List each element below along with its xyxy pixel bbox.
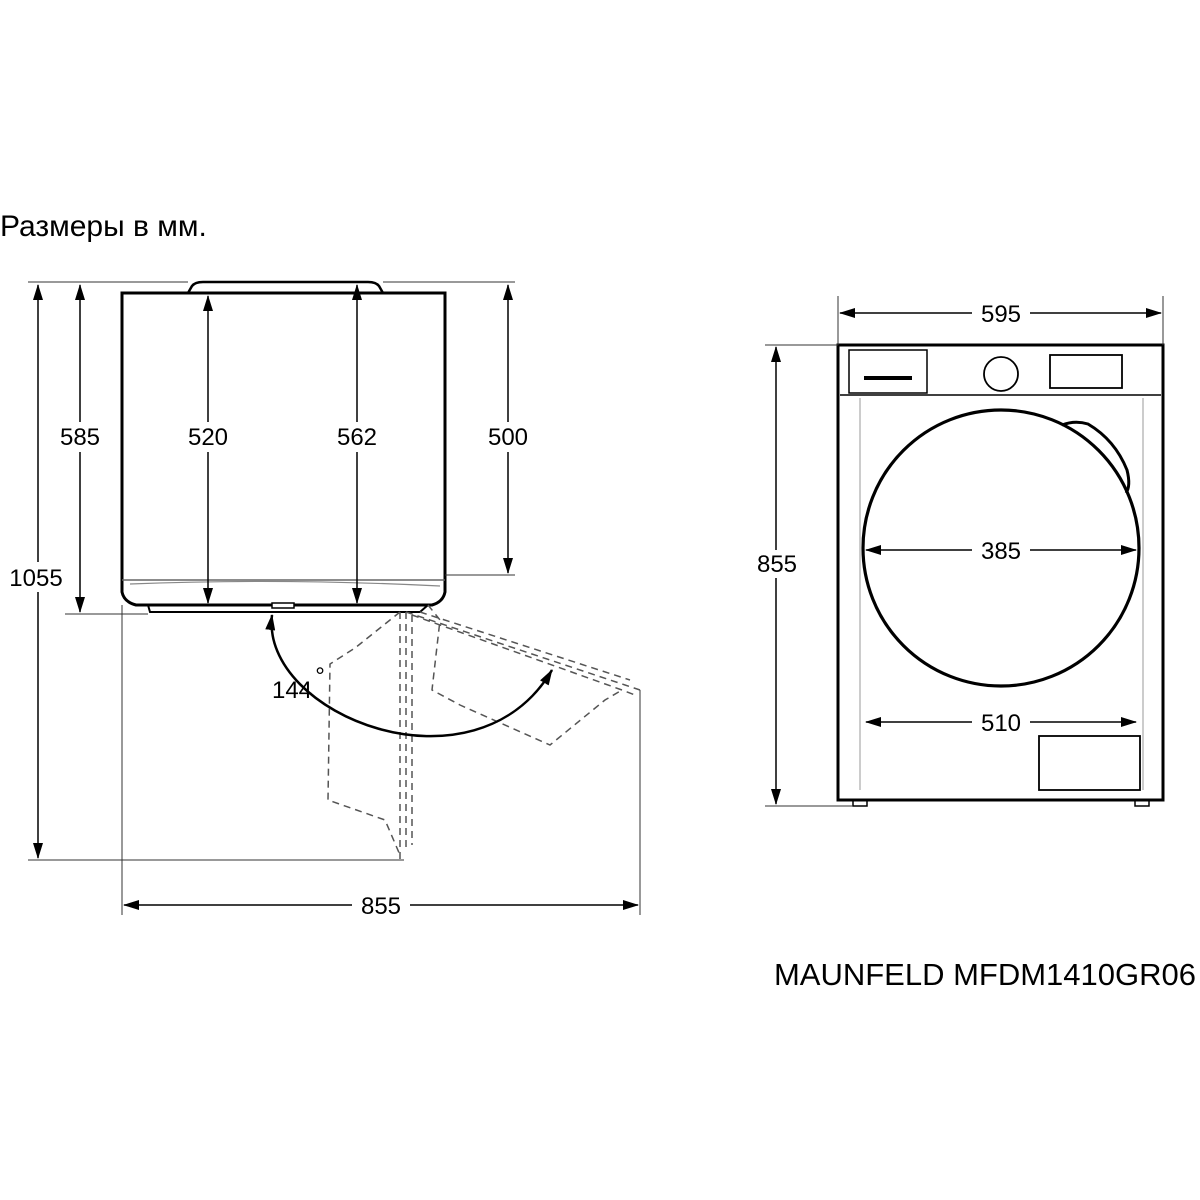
label-door-angle: 144 [272, 677, 312, 704]
foot-right [1134, 799, 1150, 807]
label-520: 520 [188, 424, 228, 451]
label-side-855: 855 [361, 893, 401, 920]
side-labels: 1055 585 520 562 500 855 144 ° [0, 422, 536, 920]
foot-left [852, 799, 868, 807]
degree-symbol: ° [315, 663, 325, 690]
side-bottom-curve [129, 580, 441, 587]
label-510: 510 [981, 710, 1021, 737]
side-body-outline [120, 291, 447, 607]
door-ring [861, 408, 1141, 688]
detergent-drawer [848, 349, 928, 394]
door-hinge [271, 602, 295, 609]
label-595: 595 [981, 301, 1021, 328]
display-panel [1049, 354, 1123, 389]
service-hatch [1038, 735, 1141, 791]
label-585: 585 [60, 424, 100, 451]
model-name: MAUNFELD MFDM1410GR06 [774, 957, 1196, 992]
door-swing-arc [265, 614, 554, 738]
front-cabinet [836, 343, 1165, 802]
label-562: 562 [337, 424, 377, 451]
label-385: 385 [981, 538, 1021, 565]
open-door-ghost [327, 604, 641, 860]
label-1055: 1055 [9, 565, 62, 592]
side-view [28, 280, 641, 915]
front-labels: 595 855 385 510 [752, 300, 1030, 737]
program-knob [983, 356, 1019, 392]
label-500: 500 [488, 424, 528, 451]
front-view [765, 296, 1165, 807]
door-handle [1061, 420, 1131, 494]
units-note: Размеры в мм. [0, 210, 207, 243]
side-feet-base [147, 604, 429, 613]
label-front-855: 855 [757, 551, 797, 578]
side-top-lid [186, 280, 385, 294]
